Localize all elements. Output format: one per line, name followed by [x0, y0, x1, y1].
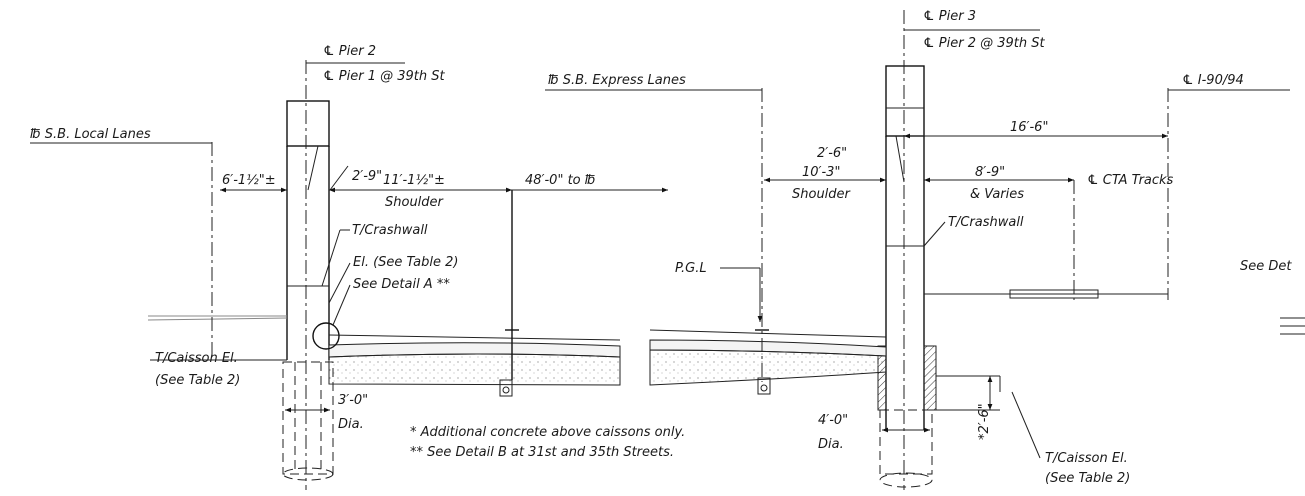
local-lanes-edge-2: [147, 317, 288, 321]
right-drain-box: [757, 377, 771, 395]
right-drain-pipe: [760, 384, 768, 392]
dim-text-2-6-star: *2′-6": [977, 403, 992, 440]
right-caisson: [879, 409, 933, 475]
label-caisson-right-2: (See Table 2): [1045, 471, 1130, 486]
left-pier: [150, 60, 334, 490]
dim-text-11-1: 11′-1½"±: [383, 173, 445, 188]
right-pier-taper: [895, 135, 905, 183]
label-caisson-right-1: T/Caisson El.: [1045, 451, 1128, 466]
left-caisson: [282, 361, 334, 475]
dim-text-10-3: 10′-3": [802, 165, 840, 180]
dim-text-shoulder-right: Shoulder: [792, 187, 852, 202]
label-pier3: ℄ Pier 3: [923, 9, 976, 24]
dim-text-16-6: 16′-6": [1010, 120, 1048, 135]
label-el-table: El. (See Table 2): [353, 255, 458, 270]
dim-text-dia-right: Dia.: [818, 437, 844, 452]
el-leader: [328, 262, 351, 304]
dim-text-4-0: 4′-0": [818, 413, 848, 428]
label-crash-right: T/Crashwall: [948, 215, 1024, 230]
left-drain-pipe: [502, 386, 510, 394]
right-pier: [877, 10, 937, 490]
dim-text-dia-left: Dia.: [338, 417, 364, 432]
detail-a-leader: [332, 284, 351, 326]
right-deck-top: [649, 329, 887, 338]
note-1: * Additional concrete above caissons onl…: [410, 425, 685, 440]
label-sb-express: ℔ S.B. Express Lanes: [548, 73, 686, 88]
dim-text-2-6: 2′-6": [817, 146, 847, 161]
right-pier-cap: [885, 65, 925, 137]
label-pgl: P.G.L: [675, 261, 707, 276]
label-i9094: ℄ I-90/94: [1182, 73, 1244, 88]
dim-text-8-9: 8′-9": [975, 165, 1005, 180]
left-girder-haunch: [328, 353, 621, 386]
crash-right-leader: [923, 221, 946, 247]
dim-text-6-1: 6′-1½"±: [222, 173, 276, 188]
label-detail-a: See Detail A **: [353, 277, 450, 292]
dim-text-2-9: 2′-9": [352, 169, 382, 184]
dimension-lines: [220, 133, 1168, 433]
dim-text-48: 48′-0" to ℔: [525, 173, 595, 188]
see-det-sketch: [1280, 317, 1305, 335]
middle-roadway: [649, 88, 887, 395]
crash-leader-2: [321, 229, 341, 287]
label-pier2: ℄ Pier 2: [323, 44, 376, 59]
label-crash-left: T/Crashwall: [352, 223, 428, 238]
cta-track-area: [211, 88, 1305, 360]
leaders: [30, 29, 1290, 459]
left-drain-box: [499, 379, 513, 397]
caisson-right-leader: [1011, 391, 1041, 459]
label-see-det: See Det: [1240, 259, 1292, 274]
label-cta: ℄ CTA Tracks: [1087, 173, 1174, 188]
left-pier-taper: [307, 145, 319, 191]
label-caisson-left-1: T/Caisson El.: [155, 351, 238, 366]
text-labels: ℄ Pier 2 ℄ Pier 1 @ 39th St ℄ Pier 3 ℄ P…: [30, 9, 1292, 486]
right-hatch-right: [923, 345, 937, 411]
d29-leader: [329, 165, 349, 191]
left-pier-cap: [286, 100, 330, 147]
dim-text-3-0: 3′-0": [338, 393, 368, 408]
dimension-text: 2′-9" 6′-1½"± 11′-1½"± Shoulder 48′-0" t…: [222, 120, 1048, 452]
dim-text-varies: & Varies: [970, 187, 1024, 202]
note-2: ** See Detail B at 31st and 35th Streets…: [410, 445, 674, 460]
dim-text-shoulder-left: Shoulder: [385, 195, 445, 210]
left-deck-top: [328, 334, 621, 341]
left-caisson-bottom: [282, 467, 334, 481]
track-tie: [1009, 289, 1099, 299]
label-pier1-39: ℄ Pier 1 @ 39th St: [323, 69, 446, 84]
right-girder-haunch: [649, 349, 887, 386]
label-pier2-39: ℄ Pier 2 @ 39th St: [923, 36, 1046, 51]
label-sb-local: ℔ S.B. Local Lanes: [30, 127, 151, 142]
right-caisson-bottom: [879, 472, 933, 488]
left-roadway: [147, 190, 621, 397]
detail-a-circle: [312, 322, 340, 350]
label-caisson-left-2: (See Table 2): [155, 373, 240, 388]
